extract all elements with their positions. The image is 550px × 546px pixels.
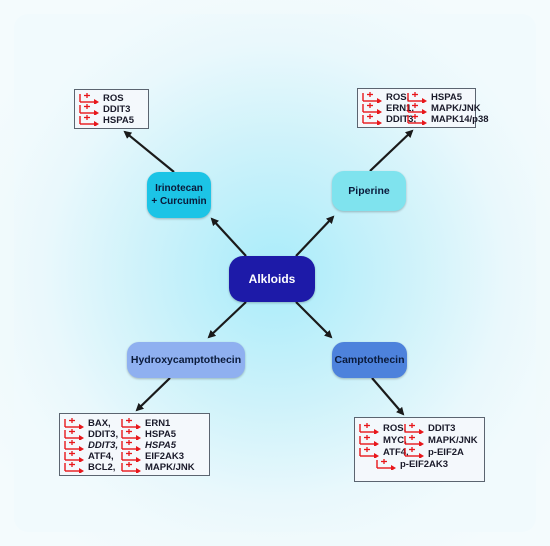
connector-piperine-to-box <box>369 129 414 172</box>
upregulation-arrow-icon <box>406 92 428 104</box>
target-item: ROS, <box>361 92 409 104</box>
center-node-label: Alkloids <box>248 271 296 286</box>
target-item: DDIT3, <box>63 440 118 452</box>
target-item: ERN1 <box>120 418 170 430</box>
target-item: DDIT3, <box>361 114 416 126</box>
target-box-hydroxycamptothecin: BAX, DDIT3, DDIT3, ATF4, BCL2, ERN1 HSPA… <box>59 413 210 476</box>
target-item: MAPK/JNK <box>120 462 195 474</box>
node-camptothecin: Camptothecin <box>332 342 407 378</box>
upregulation-arrow-icon <box>358 435 380 447</box>
target-box-camptothecin: ROS, MYC, ATF4, DDIT3 MAPK/JNK p-EIF2A p… <box>354 417 485 482</box>
hydroxy-label: Hydroxycamptothecin <box>130 353 242 366</box>
upregulation-arrow-icon <box>120 451 142 463</box>
target-item: p-EIF2AK3 <box>375 459 448 471</box>
node-irinotecan-curcumin: Irinotecan + Curcumin <box>147 172 211 218</box>
upregulation-arrow-icon <box>358 423 380 435</box>
center-node-alkaloids: Alkloids <box>229 256 315 302</box>
upregulation-arrow-icon <box>406 103 428 115</box>
target-item: MAPK14/p38 <box>406 114 489 126</box>
upregulation-arrow-icon <box>358 447 380 459</box>
connector-center-to-campto <box>295 301 333 339</box>
target-item: DDIT3 <box>403 423 455 435</box>
connector-irinotecan-to-box <box>123 130 175 173</box>
target-box-irinotecan: ROS DDIT3 HSPA5 <box>74 89 149 129</box>
node-hydroxycamptothecin: Hydroxycamptothecin <box>127 342 245 378</box>
target-item: ERN1, <box>361 103 414 115</box>
upregulation-arrow-icon <box>120 440 142 452</box>
connector-center-to-piperine <box>295 215 335 257</box>
target-item: HSPA5 <box>120 429 176 441</box>
piperine-label: Piperine <box>348 184 390 197</box>
upregulation-arrow-icon <box>63 418 85 430</box>
upregulation-arrow-icon <box>403 423 425 435</box>
target-item: ROS <box>78 93 124 105</box>
upregulation-arrow-icon <box>403 435 425 447</box>
campto-label: Camptothecin <box>334 353 405 366</box>
connector-center-to-irinotecan <box>210 217 247 257</box>
target-item: MAPK/JNK <box>406 103 481 115</box>
upregulation-arrow-icon <box>63 462 85 474</box>
upregulation-arrow-icon <box>63 429 85 441</box>
target-item: DDIT3 <box>78 104 130 116</box>
target-item: BAX, <box>63 418 111 430</box>
connector-hydroxy-to-box <box>135 377 171 412</box>
target-item: HSPA5 <box>78 115 134 127</box>
upregulation-arrow-icon <box>403 447 425 459</box>
node-piperine: Piperine <box>332 171 406 211</box>
target-box-piperine: ROS, ERN1, DDIT3, HSPA5 MAPK/JNK MAPK14/… <box>357 88 489 128</box>
upregulation-arrow-icon <box>63 440 85 452</box>
target-item: ROS, <box>358 423 406 435</box>
target-item: MYC, <box>358 435 407 447</box>
target-item: HSPA5 <box>406 92 462 104</box>
upregulation-arrow-icon <box>406 114 428 126</box>
upregulation-arrow-icon <box>78 104 100 116</box>
target-item: DDIT3, <box>63 429 118 441</box>
target-item: p-EIF2A <box>403 447 464 459</box>
target-item: ATF4, <box>63 451 114 463</box>
target-item: EIF2AK3 <box>120 451 184 463</box>
connector-campto-to-box <box>371 377 405 416</box>
target-item: ATF4, <box>358 447 409 459</box>
target-item: MAPK/JNK <box>403 435 478 447</box>
irinotecan-label-line1: Irinotecan <box>155 183 203 194</box>
upregulation-arrow-icon <box>120 418 142 430</box>
target-item: BCL2, <box>63 462 115 474</box>
upregulation-arrow-icon <box>78 93 100 105</box>
upregulation-arrow-icon <box>361 103 383 115</box>
upregulation-arrow-icon <box>78 115 100 127</box>
upregulation-arrow-icon <box>361 114 383 126</box>
upregulation-arrow-icon <box>120 462 142 474</box>
upregulation-arrow-icon <box>375 459 397 471</box>
irinotecan-label-line2: + Curcumin <box>151 196 207 207</box>
upregulation-arrow-icon <box>63 451 85 463</box>
connector-center-to-hydroxy <box>207 301 247 339</box>
target-item: HSPA5 <box>120 440 176 452</box>
upregulation-arrow-icon <box>120 429 142 441</box>
upregulation-arrow-icon <box>361 92 383 104</box>
